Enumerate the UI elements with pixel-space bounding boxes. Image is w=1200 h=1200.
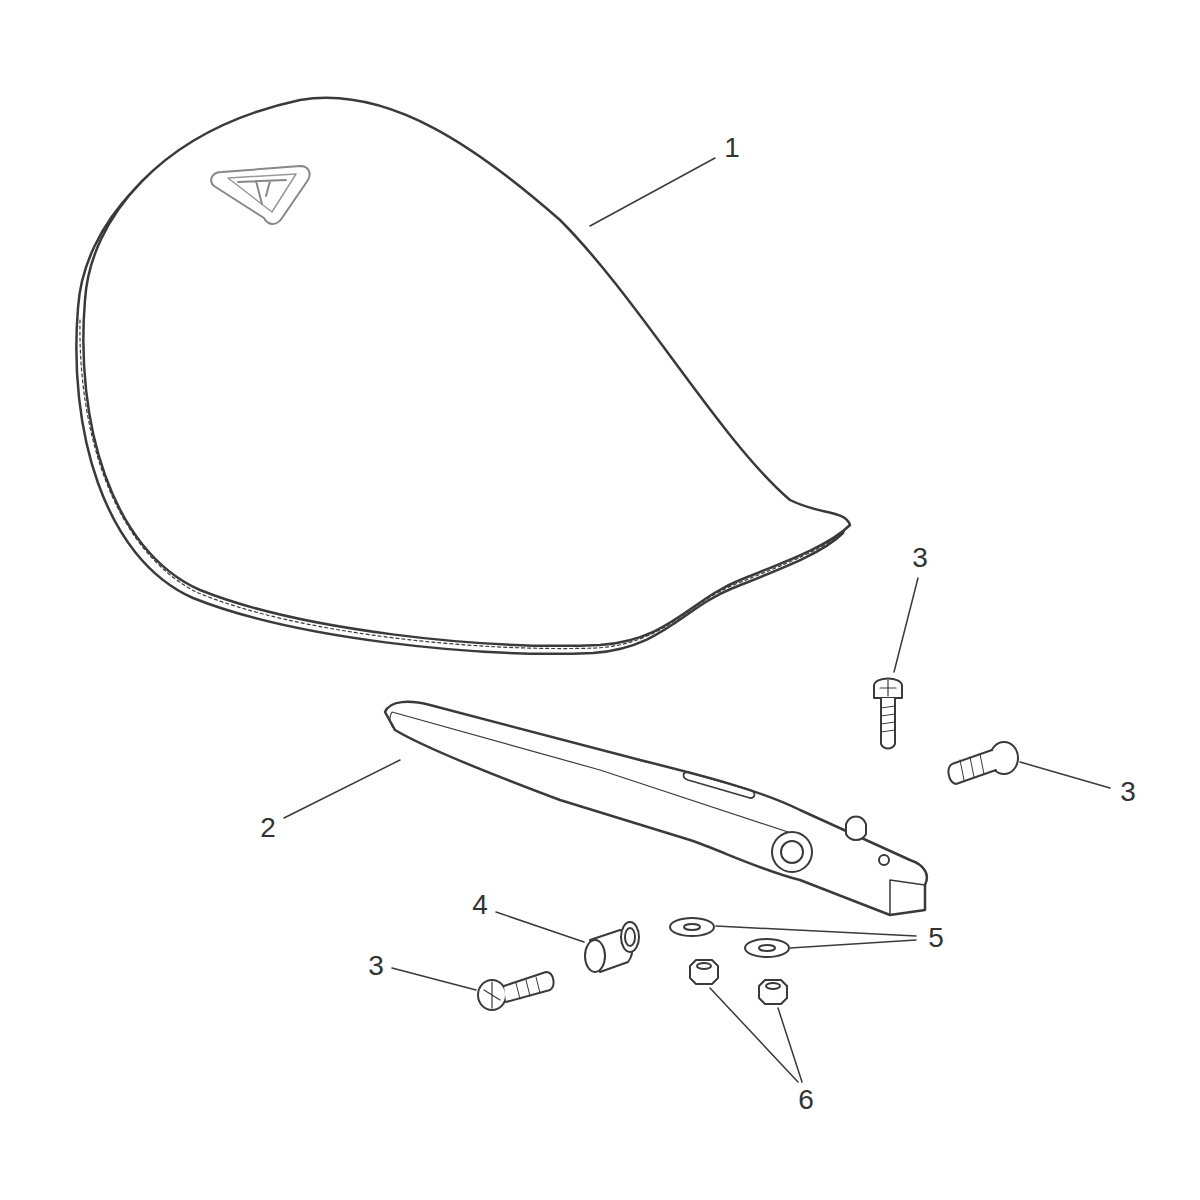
seat-drawing	[76, 98, 850, 654]
nut-drawings	[690, 960, 787, 1004]
bushing-drawing	[585, 922, 639, 972]
bracket-drawing	[385, 702, 927, 915]
callout-number: 4	[470, 890, 490, 920]
leader-lines	[284, 158, 1110, 1082]
callout-number: 2	[258, 813, 278, 843]
bolt-drawings	[478, 679, 1018, 1011]
callout-number: 5	[926, 923, 946, 953]
washer-drawings	[670, 918, 789, 957]
callout-number: 3	[910, 543, 930, 573]
callout-number: 6	[796, 1085, 816, 1115]
callout-number: 3	[1118, 777, 1138, 807]
callout-number: 3	[366, 951, 386, 981]
callout-number: 1	[722, 133, 742, 163]
